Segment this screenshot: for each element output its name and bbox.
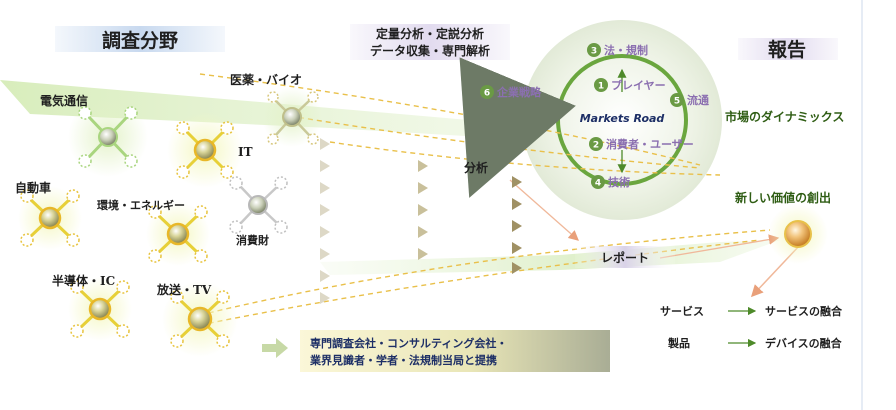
node-telecom [68, 97, 148, 177]
sources-line2: 業界見識者・学者・法規制当局と提携 [309, 353, 497, 367]
chevron-column-1 [320, 138, 330, 304]
sources-box [300, 330, 610, 372]
label-auto: 自動車 [15, 180, 51, 195]
cycle-label-regulation: 法・規制 [604, 43, 648, 57]
badge-num-1: 1 [598, 82, 604, 92]
node-broadcast [162, 281, 238, 357]
label-market-dynamics: 市場のダイナミックス [725, 109, 844, 124]
label-it: IT [238, 145, 253, 159]
cycle-label-technology: 技術 [608, 175, 630, 189]
node-auto [18, 186, 82, 250]
new-value-orb [768, 204, 828, 264]
label-analysis: 分析 [464, 160, 488, 175]
convergence-to-service: サービスの融合 [765, 304, 843, 318]
report-header-bg [738, 38, 838, 60]
header-analysis-line2: データ収集・専門解析 [370, 43, 490, 58]
label-telecom: 電気通信 [40, 93, 88, 108]
report-label-bg [575, 246, 675, 268]
badge-num-4: 4 [595, 179, 601, 189]
cycle-label-strategy: 企業戦略 [496, 85, 542, 99]
chevron-column-2 [418, 160, 428, 260]
label-report: レポート [601, 250, 649, 265]
badge-num-6: 6 [484, 89, 490, 99]
report-to-value-arrow [659, 234, 780, 259]
convergence-from-service: サービス [660, 304, 704, 318]
cycle-center-label: Markets Road [580, 112, 665, 125]
convergence-to-product: デバイスの融合 [765, 336, 843, 350]
badge-num-2: 2 [593, 141, 599, 151]
label-broadcast: 放送・TV [156, 282, 212, 297]
label-semiconductor: 半導体・IC [52, 273, 115, 288]
convergence-from-product: 製品 [667, 336, 690, 350]
header-report: 報告 [768, 38, 806, 61]
label-pharma: 医薬・バイオ [230, 72, 302, 87]
node-consumer [229, 176, 288, 234]
cycle-badges [480, 43, 684, 189]
cycle-label-consumers: 消費者・ユーザー [606, 137, 694, 151]
node-it [167, 112, 243, 188]
sources-line1: 専門調査会社・コンサルティング会社・ [310, 336, 507, 350]
chevron-column-3 [512, 176, 522, 274]
header-analysis-line1: 定量分析・定説分析 [376, 26, 484, 41]
cycle-label-distribution: 流通 [687, 93, 709, 107]
label-energy: 環境・エネルギー [97, 198, 185, 212]
badge-num-3: 3 [591, 47, 597, 57]
node-semiconductor [68, 277, 132, 341]
analysis-header-bg [350, 24, 510, 60]
header-research-field: 調査分野 [102, 29, 178, 52]
label-consumer: 消費財 [236, 233, 269, 247]
cycle-label-players: プレイヤー [611, 78, 666, 92]
research-field-header-bg [55, 26, 225, 52]
node-energy [146, 202, 210, 266]
badge-num-5: 5 [674, 97, 680, 107]
cycle-to-analysis-arrow [459, 57, 576, 198]
label-new-value: 新しい価値の創出 [735, 190, 831, 205]
node-pharma [262, 87, 322, 147]
sources-arrow-icon [262, 338, 288, 358]
